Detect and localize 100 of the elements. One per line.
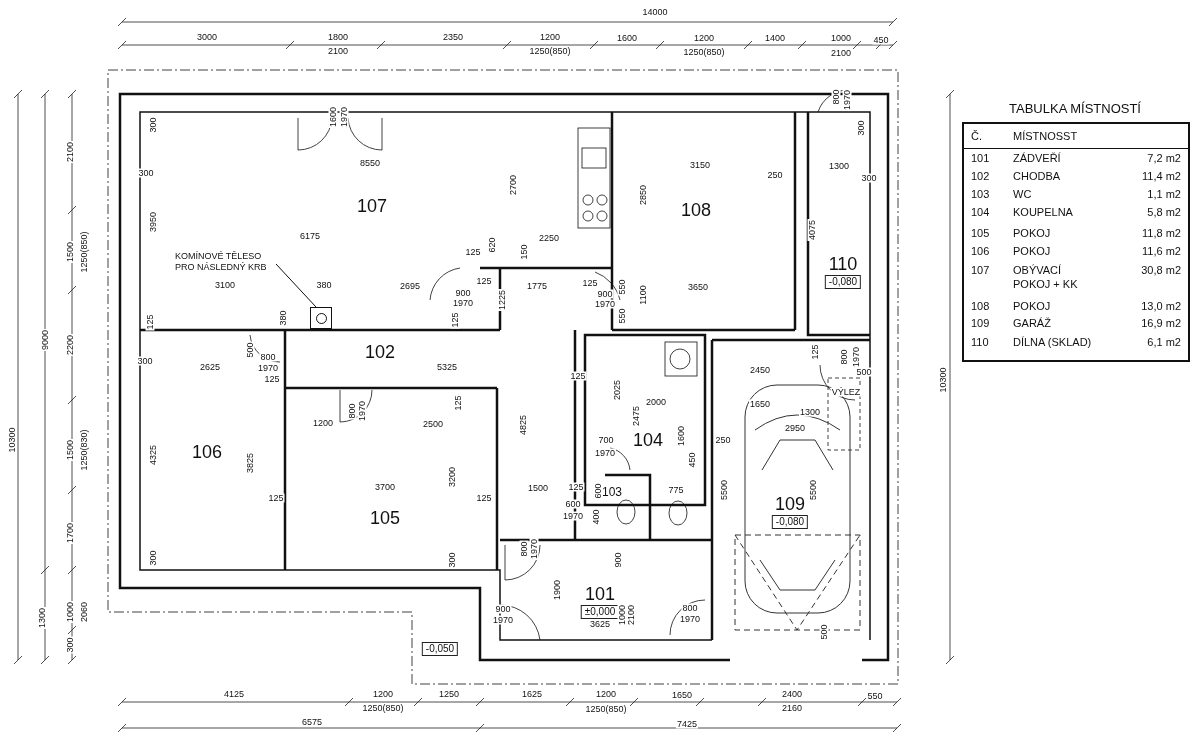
dimension-label: 600 [593,482,603,500]
dimension-label: 550 [617,307,627,325]
dimension-label: 1970 [851,346,861,368]
dimension-label: 1970 [679,614,701,624]
callout-text: KOMÍNOVÉ TĚLESO PRO NÁSLEDNÝ KRB [175,251,268,274]
table-cell: 6,1 m2 [1146,336,1182,348]
dimension-label: 1200 [312,418,334,428]
dimension-label: 800 [831,88,841,106]
dimension-label: 2850 [638,184,648,206]
dimension-label: 800 [681,603,699,613]
dimension-label: 1500 [527,483,549,493]
dimension-label: 1500 [65,241,75,263]
table-cell: 102 [970,170,991,182]
dimension-label: 1250(850) [584,704,628,714]
table-cell: 16,9 m2 [1140,317,1182,329]
dimension-label: 1900 [552,579,562,601]
dimension-label: 1200 [372,689,394,699]
table-cell: WC [1012,188,1033,200]
dimension-label: 1775 [526,281,548,291]
dimension-label: 2500 [422,419,444,429]
dimension-label: 1970 [594,299,616,309]
dimension-label: 1970 [562,511,584,521]
dimension-label: 900 [596,289,614,299]
table-cell: 5,8 m2 [1146,206,1182,218]
level-mark: -0,080 [771,515,809,529]
room-number: 105 [370,509,400,527]
dimension-label: 380 [315,280,333,290]
dimension-label: 1970 [339,106,349,128]
dimension-label: 500 [819,623,829,641]
dimension-label: 1970 [594,448,616,458]
dimension-label: 2025 [612,379,622,401]
column-header: MÍSTNOSST [1012,130,1079,142]
dimension-label: 3700 [374,482,396,492]
table-title: TABULKA MÍSTNOSTÍ [1008,101,1142,115]
dimension-label: 10300 [938,366,948,394]
dimension-label: 14000 [641,7,669,17]
dimension-label: 800 [347,402,357,420]
dimension-label: 1700 [65,522,75,544]
dimension-label: 800 [259,352,277,362]
table-cell: KOUPELNA [1012,206,1074,218]
dimension-label: 1250 [438,689,460,699]
dimension-label: 500 [245,341,255,359]
dimension-label: 7425 [676,719,698,729]
dimension-label: 1400 [764,33,786,43]
table-cell: 109 [970,317,991,329]
dimension-label: 5500 [719,479,729,501]
dimension-label: 2950 [784,423,806,433]
dimension-label: 1970 [357,400,367,422]
table-cell: POKOJ [1012,227,1052,239]
dimension-label: 2100 [830,48,852,58]
dimension-label: 1300 [799,407,821,417]
dimension-label: 4825 [518,414,528,436]
dimension-label: 300 [136,356,154,366]
dimension-label: 300 [860,173,878,183]
dimension-label: 2400 [781,689,803,699]
dimension-label: 550 [866,691,884,701]
annotation-text: VÝLEZ [830,387,862,397]
dimension-label: 300 [137,168,155,178]
room-number: 101 [585,585,615,603]
dimension-label: 1600 [328,106,338,128]
dimension-label: 125 [475,276,493,286]
dimension-label: 125 [145,313,155,331]
dimension-label: 1650 [749,399,771,409]
dimension-label: 3650 [687,282,709,292]
dimension-label: 3100 [214,280,236,290]
level-mark: -0,080 [824,275,862,289]
dimension-label: 380 [278,309,288,327]
dimension-label: 1500 [65,439,75,461]
dimension-label: 800 [839,348,849,366]
dimension-label: 125 [581,278,599,288]
dimension-label: 2695 [399,281,421,291]
dimension-label: 3950 [148,211,158,233]
table-cell: 108 [970,300,991,312]
dimension-label: 1970 [257,363,279,373]
dimension-label: 4075 [807,219,817,241]
dimension-label: 1000 [830,33,852,43]
table-cell: POKOJ [1012,245,1052,257]
dimension-label: 125 [810,343,820,361]
table-cell: 11,4 m2 [1141,170,1182,182]
dimension-label: 300 [148,116,158,134]
table-cell: 11,6 m2 [1141,245,1182,257]
table-cell: ZÁDVEŘÍ [1012,152,1062,164]
table-cell: 106 [970,245,991,257]
room-number: 107 [357,197,387,215]
level-mark: ±0,000 [580,605,620,619]
dimension-label: 1250(850) [361,703,405,713]
dimension-label: 600 [564,499,582,509]
dimension-label: 2060 [79,601,89,623]
dimension-label: 125 [267,493,285,503]
dimension-label: 1600 [676,425,686,447]
dimension-label: 4325 [148,444,158,466]
dimension-label: 900 [454,288,472,298]
dimension-label: 775 [667,485,685,495]
table-cell: 13,0 m2 [1140,300,1182,312]
room-number: 106 [192,443,222,461]
dimension-label: 125 [450,311,460,329]
table-cell: 110 [970,336,990,348]
table-cell: 1,1 m2 [1146,188,1182,200]
table-cell: 101 [970,152,991,164]
dimension-label: 1200 [595,689,617,699]
